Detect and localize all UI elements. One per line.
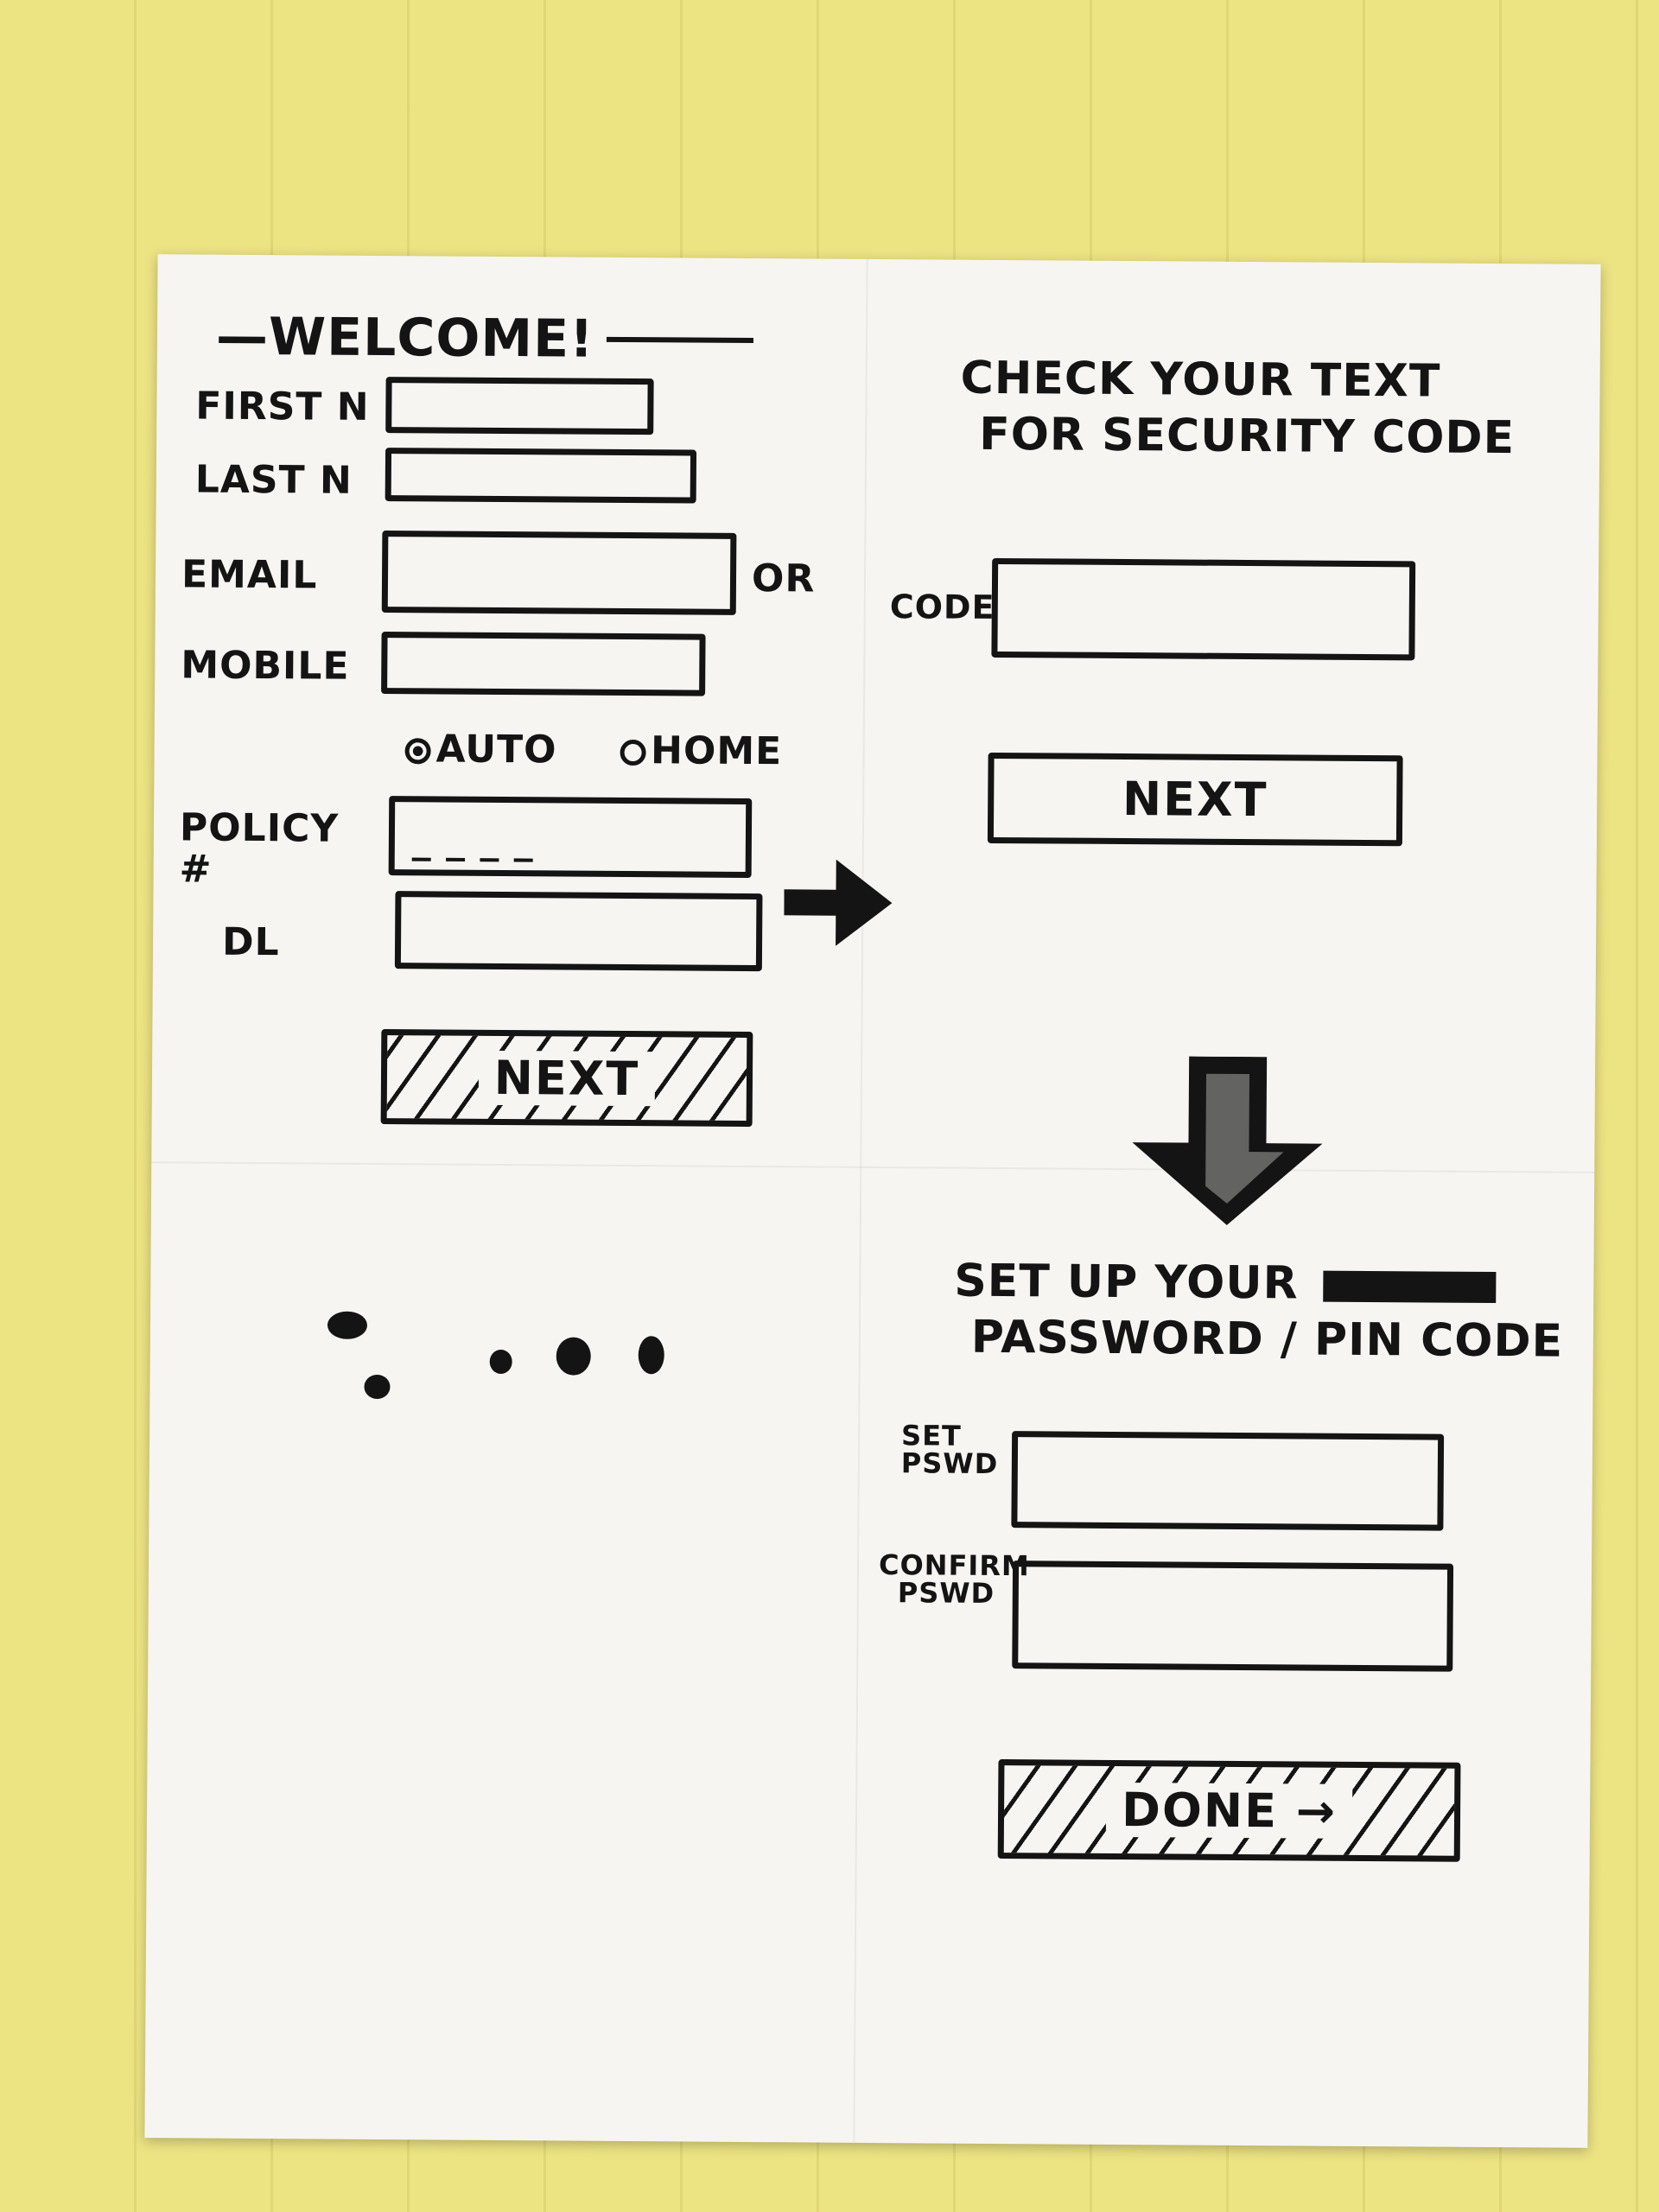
policy-number-label: POLICY # bbox=[179, 805, 340, 893]
last-name-label: LAST N bbox=[194, 457, 353, 503]
radio-home[interactable] bbox=[620, 739, 646, 766]
done-button[interactable]: DONE → bbox=[997, 1759, 1461, 1862]
first-name-field[interactable] bbox=[385, 377, 654, 435]
panel2-next-button[interactable]: NEXT bbox=[987, 752, 1403, 847]
paper-fold-vertical bbox=[853, 258, 868, 2143]
last-name-field[interactable] bbox=[385, 448, 697, 504]
radio-auto-label: AUTO bbox=[435, 727, 557, 772]
email-field[interactable] bbox=[381, 531, 737, 615]
policy-number-field[interactable]: _ _ _ _ bbox=[388, 796, 753, 879]
set-password-field[interactable] bbox=[1011, 1431, 1445, 1531]
or-label: OR bbox=[751, 556, 816, 601]
ink-dot bbox=[556, 1337, 591, 1376]
ink-dot bbox=[327, 1311, 368, 1339]
mobile-field[interactable] bbox=[381, 632, 706, 696]
arrow-right-icon bbox=[784, 859, 893, 946]
done-button-label: DONE → bbox=[1105, 1782, 1353, 1839]
radio-home-label: HOME bbox=[650, 728, 783, 774]
code-label: CODE bbox=[889, 588, 995, 626]
first-name-label: FIRST N bbox=[195, 384, 370, 429]
confirm-password-field[interactable] bbox=[1012, 1560, 1454, 1672]
security-heading: CHECK YOUR TEXT FOR SECURITY CODE bbox=[960, 351, 1516, 467]
password-heading-line2: PASSWORD / PIN CODE bbox=[970, 1311, 1564, 1368]
title-underline bbox=[606, 336, 753, 344]
mobile-label: MOBILE bbox=[181, 643, 350, 689]
radio-auto[interactable] bbox=[404, 738, 431, 765]
password-heading-line1: SET UP YOUR bbox=[954, 1254, 1564, 1314]
security-heading-line2: FOR SECURITY CODE bbox=[978, 408, 1516, 465]
panel1-next-button[interactable]: NEXT bbox=[380, 1029, 753, 1128]
paper-fold-horizontal bbox=[151, 1161, 1595, 1173]
security-code-field[interactable] bbox=[991, 557, 1416, 661]
set-password-label: SET PSWD bbox=[900, 1419, 999, 1481]
confirm-password-label: CONFIRM PSWD bbox=[878, 1548, 1030, 1610]
policy-number-placeholder: _ _ _ _ bbox=[411, 817, 535, 863]
ink-dot bbox=[489, 1349, 512, 1375]
panel2-next-label: NEXT bbox=[1122, 772, 1268, 828]
dl-label: DL bbox=[221, 919, 280, 965]
arrow-down-icon bbox=[1132, 1056, 1323, 1225]
email-label: EMAIL bbox=[181, 552, 318, 598]
scribbled-out-word bbox=[1323, 1270, 1497, 1304]
ink-dot bbox=[364, 1374, 391, 1400]
drivers-license-field[interactable] bbox=[394, 891, 763, 972]
welcome-title: —WELCOME! bbox=[215, 306, 594, 370]
panel1-next-label: NEXT bbox=[478, 1050, 656, 1106]
ink-dot bbox=[638, 1336, 664, 1375]
policy-type-radio-group: AUTO HOME bbox=[404, 727, 782, 773]
password-heading: SET UP YOUR PASSWORD / PIN CODE bbox=[954, 1254, 1564, 1370]
security-heading-line1: CHECK YOUR TEXT bbox=[960, 352, 1441, 408]
sketch-paper: —WELCOME! FIRST N LAST N EMAIL OR MOBILE… bbox=[144, 254, 1601, 2148]
